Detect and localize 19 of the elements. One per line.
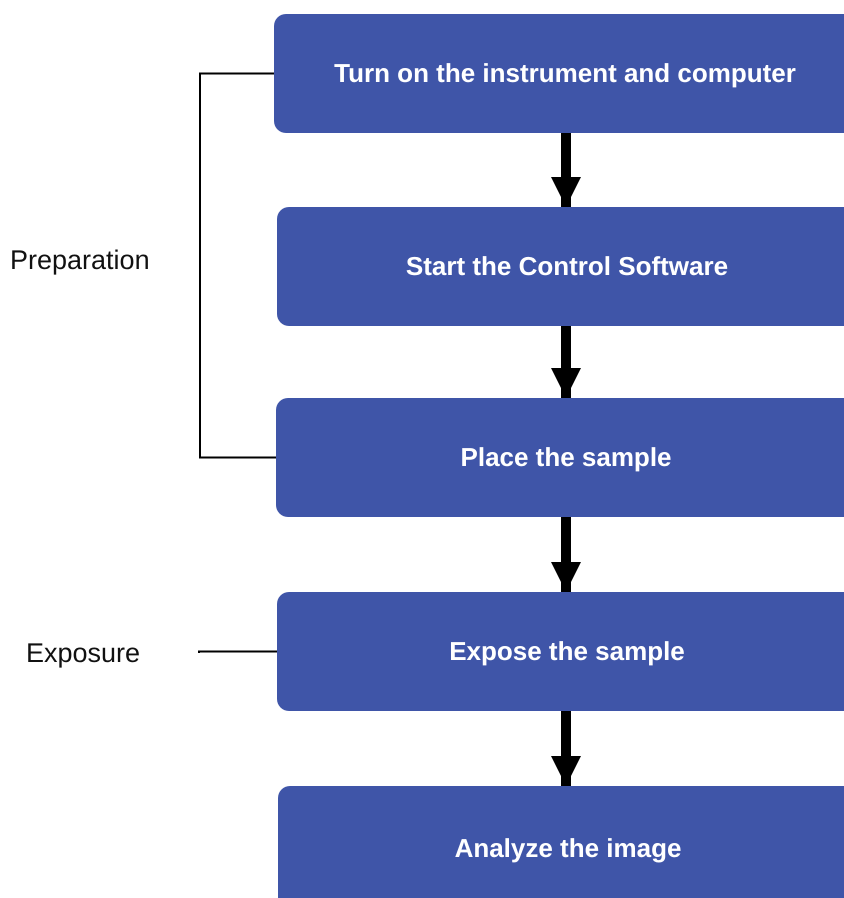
phase-label: Preparation bbox=[10, 244, 150, 276]
step-text: Expose the sample bbox=[449, 636, 685, 667]
arrow bbox=[551, 133, 581, 207]
step-text: Start the Control Software bbox=[406, 251, 728, 282]
arrow bbox=[551, 326, 581, 398]
step-text: Analyze the image bbox=[454, 833, 682, 864]
process-box bbox=[276, 398, 844, 517]
arrow bbox=[551, 517, 581, 592]
step-text: Turn on the instrument and computer bbox=[334, 58, 796, 89]
arrow bbox=[551, 711, 581, 786]
phase-label: Exposure bbox=[26, 638, 140, 668]
bracket-line bbox=[198, 650, 277, 653]
step-text: Place the sample bbox=[460, 442, 672, 473]
bracket-line bbox=[199, 72, 274, 260]
bracket-line bbox=[199, 260, 276, 458]
process-box bbox=[278, 786, 844, 898]
process-box bbox=[277, 207, 844, 326]
process-box bbox=[277, 592, 844, 711]
process-box bbox=[274, 14, 844, 133]
